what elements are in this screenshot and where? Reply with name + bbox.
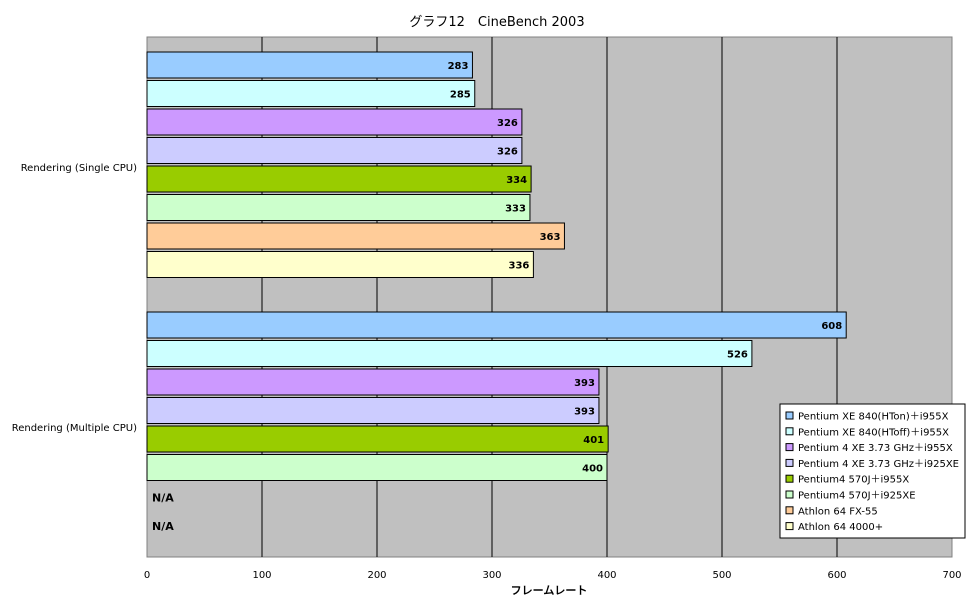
legend-swatch (785, 474, 794, 483)
legend-swatch (785, 427, 794, 436)
legend-label: Pentium 4 XE 3.73 GHz＋i925XE (798, 459, 959, 470)
legend-box (779, 403, 966, 539)
bar-value-label: 526 (727, 350, 748, 361)
bars-group (146, 51, 847, 481)
bar-value-label: 326 (497, 118, 518, 129)
bar (146, 51, 473, 79)
bar (146, 368, 600, 396)
bar-value-label: 334 (506, 175, 527, 186)
value-labels-group: 283 285 326 326 334 333 363 336 608 526 393 393 401 4… (152, 61, 842, 533)
legend-swatch (785, 506, 794, 515)
na-label: N/A (152, 520, 174, 533)
chart-title: グラフ12 CineBench 2003 (409, 15, 584, 30)
bar (146, 194, 531, 221)
x-tick-labels: 0 100 200 300 400 500 600 700 (144, 570, 962, 581)
category-label: Rendering (Single CPU) (21, 163, 137, 174)
legend-swatch (785, 522, 794, 531)
legend-label: Pentium XE 840(HTon)＋i955X (798, 412, 949, 423)
x-tick-label: 300 (482, 570, 501, 581)
bar-value-label: 285 (450, 90, 471, 101)
x-tick-label: 200 (367, 570, 386, 581)
legend-label: Athlon 64 FX-55 (798, 506, 878, 517)
bar-value-label: 363 (540, 232, 561, 243)
bar (146, 311, 847, 339)
bar-value-label: 283 (448, 61, 469, 72)
bar (146, 165, 532, 193)
bar (146, 137, 523, 164)
legend-label: Pentium XE 840(HToff)＋i955X (798, 427, 949, 438)
bar (146, 397, 600, 424)
na-label: N/A (152, 491, 174, 504)
bar-value-label: 401 (583, 435, 604, 446)
legend-swatch (785, 411, 794, 420)
x-tick-label: 500 (712, 570, 731, 581)
bar-value-label: 608 (821, 321, 842, 332)
x-tick-label: 700 (942, 570, 961, 581)
x-tick-label: 0 (144, 570, 150, 581)
bar-value-label: 393 (574, 407, 595, 418)
x-tick-label: 400 (597, 570, 616, 581)
category-labels: Rendering (Single CPU) Rendering (Multipl… (12, 163, 137, 434)
legend-label: Athlon 64 4000+ (798, 522, 883, 533)
legend: Pentium XE 840(HTon)＋i955X Pentium XE 840… (779, 403, 966, 539)
legend-swatch (785, 490, 794, 499)
bar (146, 425, 609, 453)
bar-value-label: 326 (497, 147, 518, 158)
bar (146, 454, 608, 481)
bar-value-label: 333 (505, 204, 526, 215)
bar-value-label: 336 (509, 261, 530, 272)
bar (146, 340, 753, 367)
legend-swatch (785, 458, 794, 467)
legend-swatch (785, 443, 794, 452)
legend-label: Pentium 4 XE 3.73 GHz＋i955X (798, 443, 953, 454)
bar-value-label: 400 (582, 464, 603, 475)
legend-label: Pentium4 570J＋i925XE (798, 491, 916, 502)
legend-label: Pentium4 570J＋i955X (798, 475, 909, 486)
bar (146, 80, 476, 107)
bar (146, 108, 523, 136)
x-tick-label: 100 (252, 570, 271, 581)
category-label: Rendering (Multiple CPU) (12, 423, 137, 434)
x-tick-label: 600 (827, 570, 846, 581)
bar (146, 222, 565, 250)
x-axis-label: フレームレート (511, 584, 588, 597)
bar (146, 251, 534, 278)
bar-value-label: 393 (574, 378, 595, 389)
